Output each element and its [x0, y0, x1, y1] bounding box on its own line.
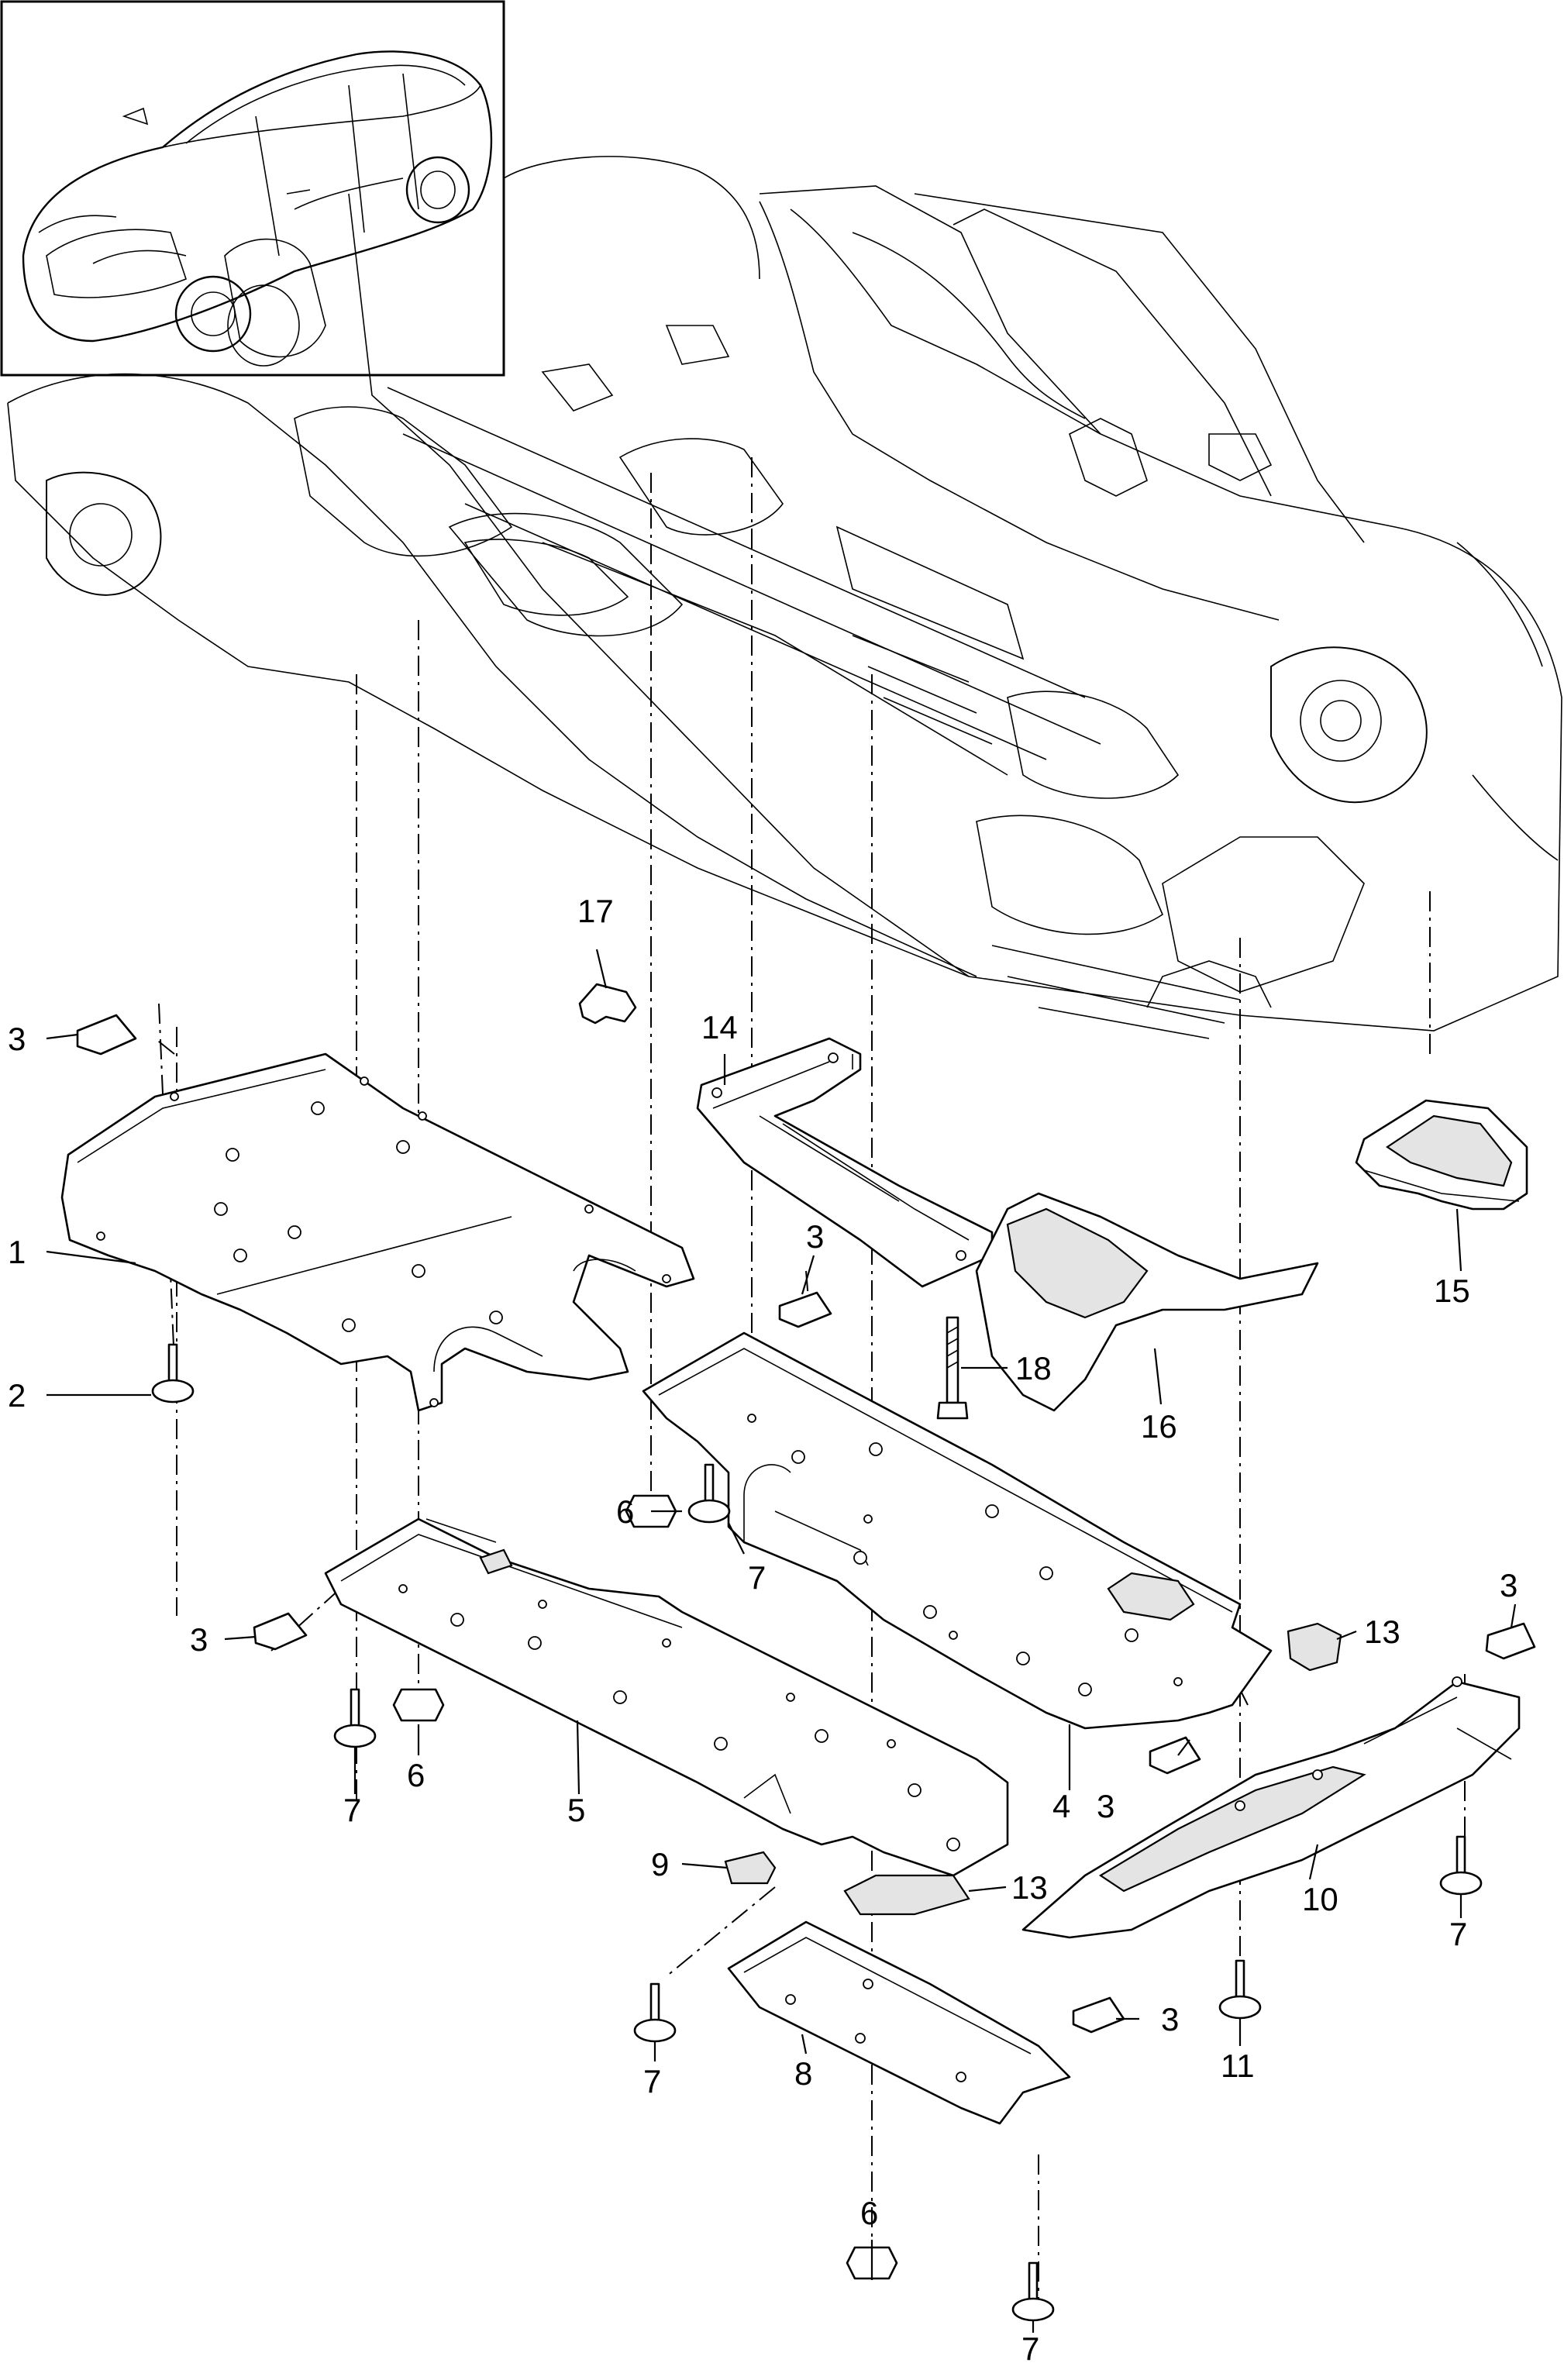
callout-2: 2: [8, 1377, 26, 1414]
callout-3-d: 3: [1097, 1788, 1114, 1824]
vehicle-underbody: [7, 156, 1562, 1039]
callout-5: 5: [567, 1792, 585, 1828]
part-16-tunnel-cover: [975, 1192, 1319, 1412]
callout-11: 11: [1221, 2048, 1255, 2084]
part-1-front-underbody-panel: [60, 1052, 695, 1412]
part-11-screw: [1218, 1959, 1262, 2020]
callout-14: 14: [701, 1009, 738, 1045]
callout-15: 15: [1434, 1273, 1470, 1309]
part-15-heat-shield: [1355, 1099, 1528, 1211]
part-3-plate-e: [1072, 1996, 1125, 2034]
part-7-screw-a: [687, 1463, 731, 1524]
part-3-plate-a: [76, 1014, 137, 1056]
callout-16: 16: [1141, 1408, 1177, 1445]
leader-lines: [46, 949, 1517, 2333]
callout-3-f: 3: [1500, 1567, 1517, 1603]
callout-7-a: 7: [748, 1559, 766, 1596]
vehicle-overview-inset: [0, 0, 505, 377]
part-13-clip-lower: [843, 1874, 970, 1916]
callout-13-a: 13: [1364, 1614, 1400, 1650]
callout-7-e: 7: [1021, 2330, 1039, 2367]
callout-3-e: 3: [1161, 2001, 1179, 2037]
callout-7-b: 7: [343, 1792, 361, 1828]
callout-6-b: 6: [407, 1757, 425, 1793]
part-10-rear-side-panel: [1021, 1676, 1521, 1939]
callout-7-c: 7: [643, 2063, 661, 2099]
callout-1: 1: [8, 1234, 26, 1270]
part-7-screw-c: [633, 1982, 677, 2043]
callout-10: 10: [1302, 1881, 1338, 1917]
car-overview-icon: [22, 50, 493, 353]
part-18-bolt: [936, 1316, 969, 1420]
callout-4: 4: [1052, 1788, 1070, 1824]
part-7-screw-e: [1011, 2261, 1055, 2322]
callout-7-d: 7: [1449, 1916, 1467, 1952]
part-13-clip-upper: [1287, 1622, 1342, 1672]
part-7-screw-b: [333, 1688, 377, 1748]
part-3-plate-f: [1485, 1622, 1536, 1660]
part-3-plate-d: [1149, 1736, 1201, 1775]
callout-3-b: 3: [190, 1621, 208, 1658]
callout-3-a: 3: [8, 1021, 26, 1057]
part-8-rear-centre-panel: [727, 1920, 1071, 2125]
callout-13-b: 13: [1011, 1869, 1048, 1906]
part-7-screw-d: [1439, 1835, 1483, 1896]
part-3-plate-b: [253, 1612, 308, 1651]
part-4-centre-underbody-panel: [642, 1331, 1273, 1730]
callout-17: 17: [577, 893, 614, 929]
part-5-side-underbody-panel: [324, 1517, 1009, 1877]
callout-8: 8: [794, 2055, 812, 2092]
part-3-plate-c: [778, 1291, 832, 1328]
part-2-screw: [151, 1343, 195, 1404]
callout-6-a: 6: [616, 1493, 634, 1530]
part-6-nut-b: [392, 1688, 445, 1722]
part-17-clip: [578, 983, 637, 1025]
part-9-cap: [724, 1851, 777, 1885]
part-14-bracket: [696, 1037, 994, 1288]
callout-9: 9: [651, 1846, 669, 1882]
callout-18: 18: [1015, 1350, 1052, 1386]
callout-3-c: 3: [806, 1218, 824, 1255]
callout-labels: 1 2 3 3 3 3 3 3 4 5 6 6 6 7 7 7 7 7 8 9 …: [8, 893, 1517, 2367]
callout-6-c: 6: [860, 2195, 878, 2231]
